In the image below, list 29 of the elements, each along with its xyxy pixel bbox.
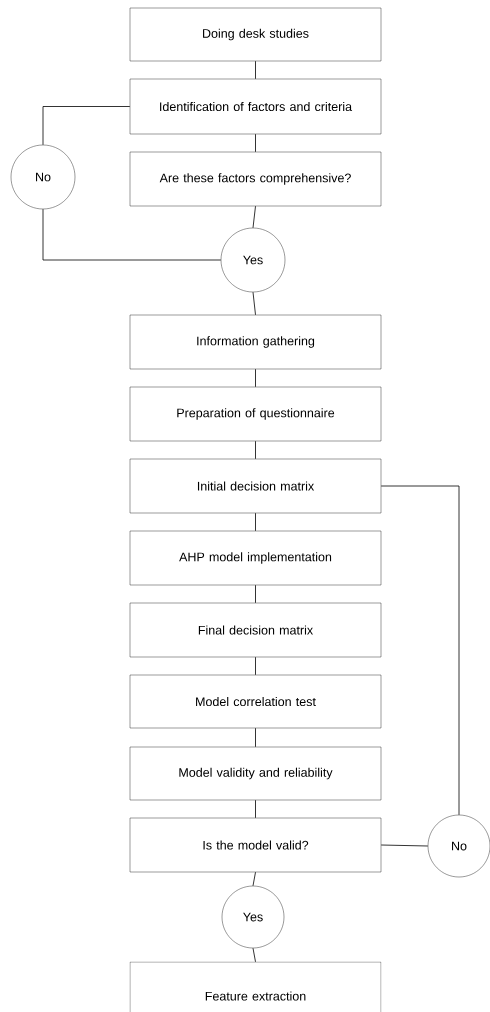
connector-line: [255, 133, 256, 153]
connector-line: [380, 844, 429, 847]
connector-line: [255, 440, 256, 460]
connector-line: [252, 291, 256, 316]
process-box: AHP model implementation: [129, 530, 382, 586]
process-box: Preparation of questionnaire: [129, 386, 382, 442]
connector-line: [42, 208, 222, 261]
process-box: Information gathering: [129, 314, 382, 370]
connector-line: [252, 205, 256, 229]
connector-line: [255, 368, 256, 388]
connector-line: [42, 106, 131, 146]
connector-line: [252, 947, 256, 963]
connector-line: [255, 60, 256, 80]
connector-line: [255, 799, 256, 819]
process-box: Identification of factors and criteria: [129, 78, 382, 135]
connector-line: [252, 871, 256, 887]
process-box: Is the model valid?: [129, 817, 382, 873]
process-box: Doing desk studies: [129, 7, 382, 62]
process-box: Feature extraction: [129, 961, 382, 1012]
process-box: Initial decision matrix: [129, 458, 382, 514]
process-box: Model validity and reliability: [129, 746, 382, 801]
connector-line: [255, 656, 256, 676]
process-box: Model correlation test: [129, 674, 382, 729]
connector-line: [255, 584, 256, 604]
process-box: Are these factors comprehensive?: [129, 151, 382, 207]
connector-line: [380, 485, 460, 816]
connector-line: [255, 727, 256, 748]
connector-line: [255, 512, 256, 532]
process-box: Final decision matrix: [129, 602, 382, 658]
